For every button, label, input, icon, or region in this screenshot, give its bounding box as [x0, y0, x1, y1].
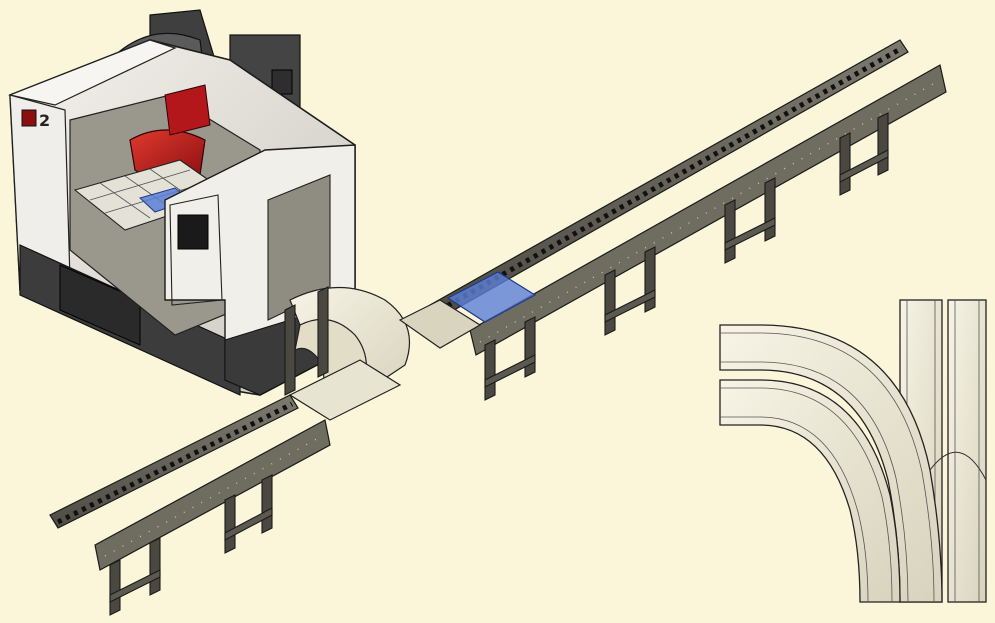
pallet-on-far-conveyor: [446, 271, 537, 323]
cnc-machine: 2: [7, 9, 356, 396]
rear-cabinet-box: [271, 69, 293, 95]
near-leg-2: [224, 474, 273, 554]
near-roller-rail: [49, 394, 299, 529]
machine-table-grid: [89, 168, 206, 219]
inset-curve-inner: [719, 379, 901, 603]
control-screen: [177, 214, 209, 250]
transfer-base-plate: [288, 359, 402, 421]
inset-curve-groove-2: [720, 361, 909, 603]
far-roller-pattern: [438, 45, 904, 313]
near-leg-3: [284, 286, 329, 396]
far-leg-1: [484, 316, 536, 401]
near-roller-pattern: [56, 401, 294, 525]
inset-vertical-track-b: [947, 299, 987, 603]
far-conveyor-line: [429, 39, 947, 401]
inset-curve-groove-4: [720, 416, 869, 603]
base-door-left: [59, 264, 141, 346]
inset-crossing-arc: [929, 451, 987, 481]
far-side-plate: [469, 64, 947, 356]
far-leg-4: [839, 112, 889, 196]
near-side-plate: [94, 419, 331, 571]
far-leg-3: [724, 177, 776, 264]
far-leg-2: [604, 246, 656, 336]
inset-curve-outer: [719, 324, 943, 603]
enclosure-top-lip: [7, 39, 177, 106]
near-conveyor-line: [49, 286, 331, 616]
brand-logo-text: 2: [39, 111, 50, 130]
near-leg-1: [109, 537, 161, 616]
control-pendant: [169, 194, 223, 306]
transfer-straight-link: [398, 299, 482, 349]
inset-curve-groove-3: [720, 387, 893, 603]
spindle-logo-panel: [164, 84, 211, 136]
brand-logo: [21, 109, 37, 127]
curved-track-detail-inset: [719, 299, 987, 603]
inset-curve-groove-1: [720, 332, 935, 603]
